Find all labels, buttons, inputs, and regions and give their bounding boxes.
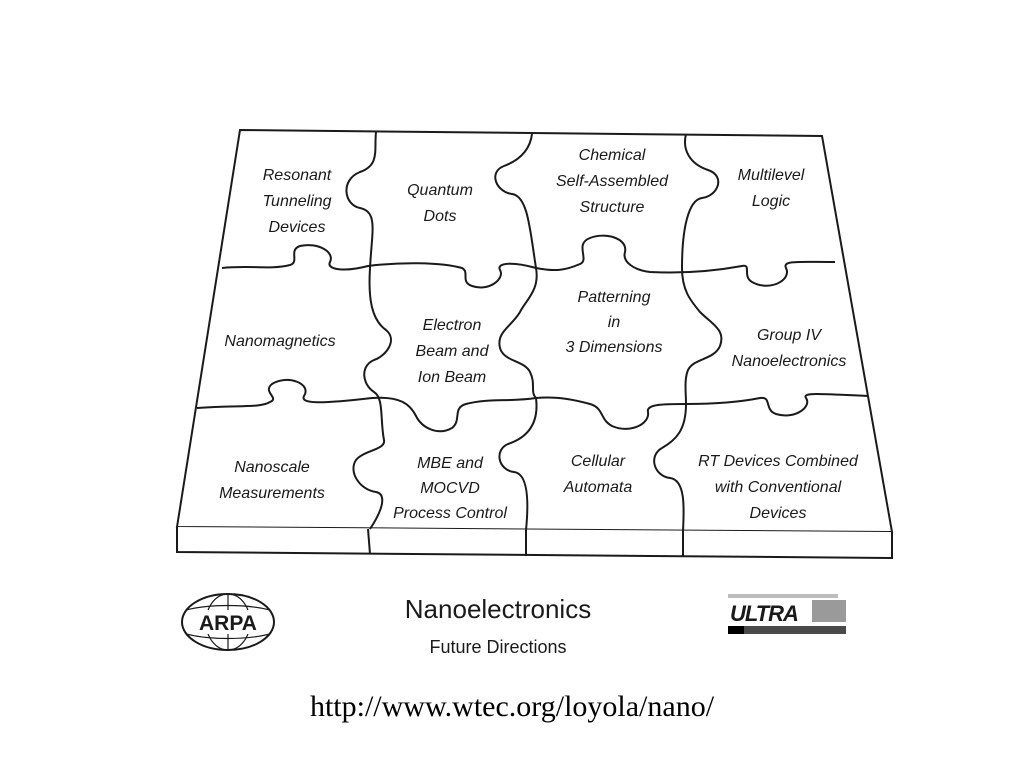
seam-v1 (345, 131, 392, 530)
board-edge (176, 527, 893, 560)
seam-v2 (494, 133, 538, 531)
piece-label-nanomagnetics: Nanomagnetics (224, 333, 335, 350)
arpa-logo: ARPA (181, 593, 275, 651)
ultra-logo-text: ULTRA (730, 601, 798, 626)
caption-title: Nanoelectronics (405, 594, 591, 624)
edge-seam-1 (367, 528, 371, 555)
puzzle-board (175, 128, 894, 560)
seam-v3 (653, 133, 723, 532)
arpa-logo-text: ARPA (199, 612, 257, 635)
source-url: http://www.wtec.org/loyola/nano/ (309, 690, 715, 723)
ultra-logo: ULTRA (728, 594, 846, 634)
caption-subtitle: Future Directions (429, 637, 566, 657)
